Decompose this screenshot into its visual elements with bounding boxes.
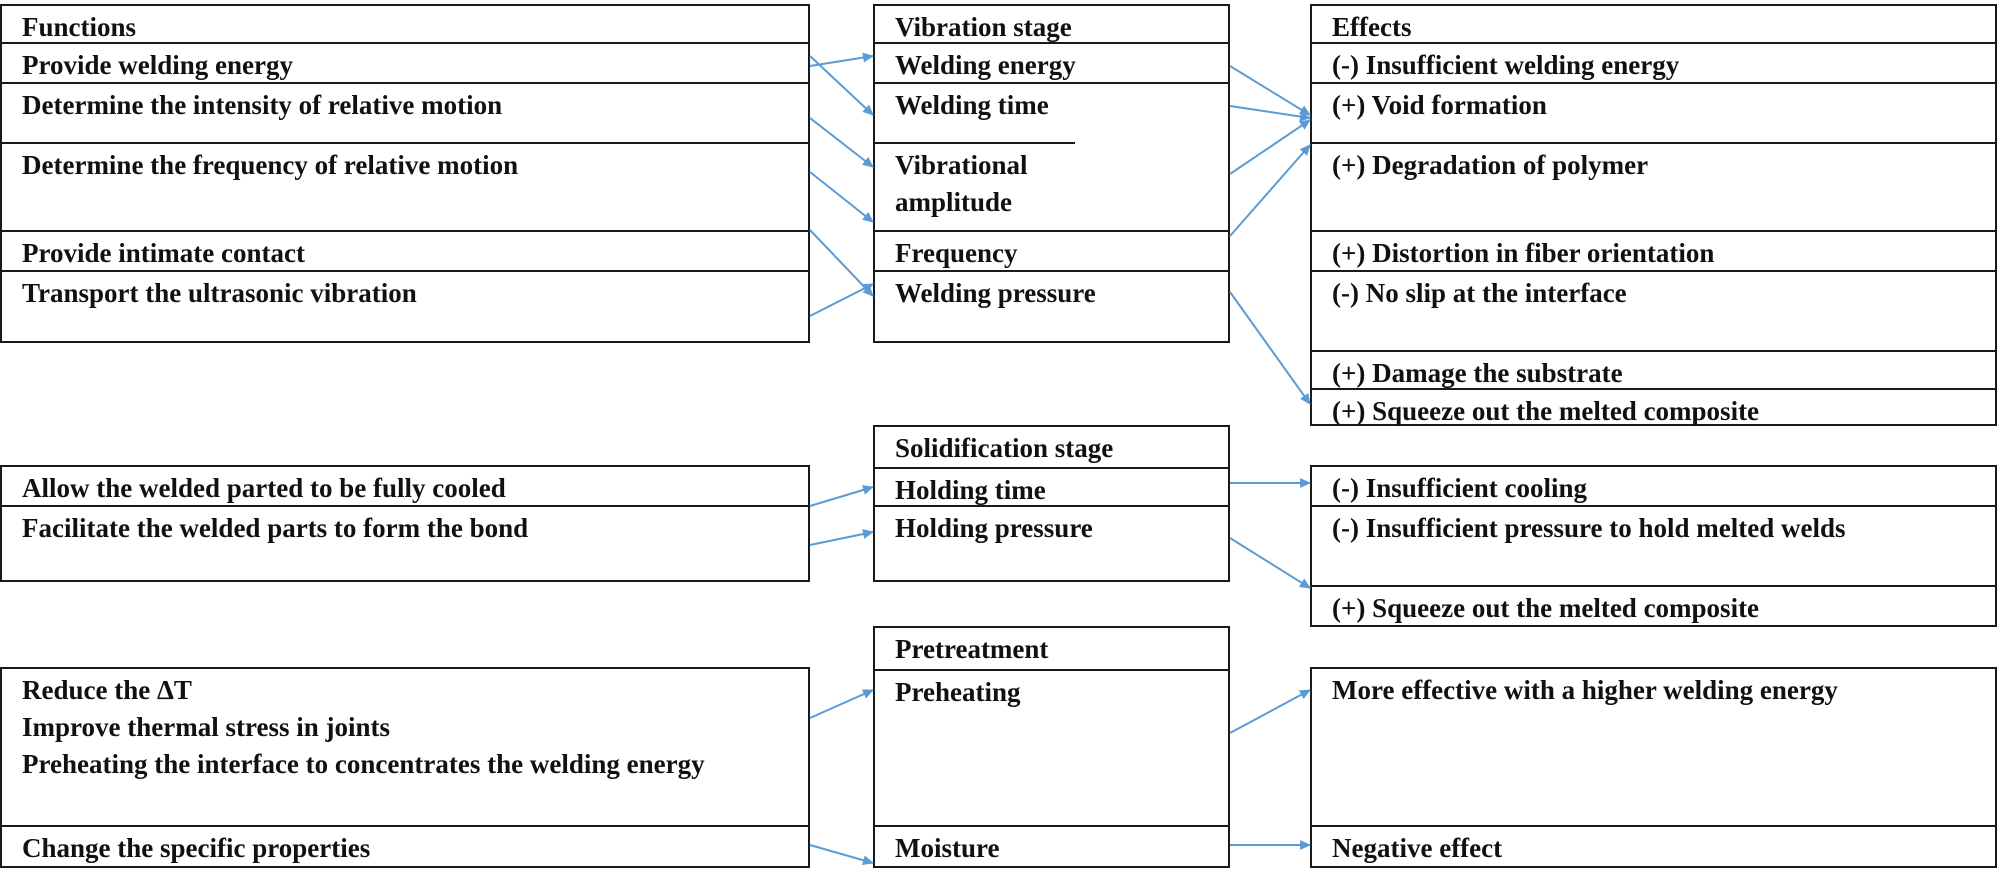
arrow xyxy=(809,55,874,116)
arrow xyxy=(809,283,874,317)
function-item: Determine the intensity of relative moti… xyxy=(2,82,808,142)
functions-vibration-box: Functions Provide welding energy Determi… xyxy=(0,4,810,343)
arrow xyxy=(809,229,874,297)
arrow xyxy=(1229,537,1311,589)
arrow xyxy=(1229,689,1311,734)
arrow xyxy=(809,529,874,546)
vibration-stage-item: Welding time xyxy=(875,82,1228,142)
effect-item: (+) Degradation of polymer xyxy=(1312,142,1995,230)
solidification-stage-header: Solidification stage xyxy=(895,433,1114,463)
function-item: Change the specific properties xyxy=(2,825,808,866)
arrow xyxy=(809,844,874,866)
functions-pretreatment-box: Reduce the ΔT Improve thermal stress in … xyxy=(0,667,810,868)
vibration-stage-box: Vibration stage Welding energy Welding t… xyxy=(873,4,1230,343)
pretreatment-stage-header: Pretreatment xyxy=(895,634,1049,664)
effect-item: (+) Squeeze out the melted composite xyxy=(1312,585,1995,625)
function-item: Reduce the ΔT xyxy=(22,675,192,705)
function-item: Provide welding energy xyxy=(2,42,808,82)
function-item: Facilitate the welded parts to form the … xyxy=(2,505,808,580)
arrow xyxy=(1229,65,1311,116)
effect-item: (-) Insufficient cooling xyxy=(1332,473,1587,503)
vibration-stage-item: Welding energy xyxy=(875,42,1228,82)
function-item: Allow the welded parted to be fully cool… xyxy=(22,473,506,503)
effects-header: Effects xyxy=(1332,12,1412,42)
effect-item: (+) Squeeze out the melted composite xyxy=(1312,388,1995,426)
solidification-stage-item: Holding pressure xyxy=(875,505,1228,580)
effect-item: (-) Insufficient welding energy xyxy=(1312,42,1995,82)
functions-solidification-box: Allow the welded parted to be fully cool… xyxy=(0,465,810,582)
effects-pretreatment-box: More effective with a higher welding ene… xyxy=(1310,667,1997,868)
vibration-stage-header: Vibration stage xyxy=(895,12,1072,42)
functions-header: Functions xyxy=(22,12,137,42)
function-item: Provide intimate contact xyxy=(2,230,808,270)
function-item: Preheating the interface to concentrates… xyxy=(22,749,705,779)
solidification-stage-box: Solidification stage Holding time Holdin… xyxy=(873,425,1230,582)
arrow xyxy=(809,485,874,507)
vibration-stage-item: Frequency xyxy=(875,230,1228,270)
effect-item: More effective with a higher welding ene… xyxy=(1332,675,1838,705)
effect-item: (+) Damage the substrate xyxy=(1312,350,1995,388)
function-pretreatment-group: Reduce the ΔT Improve thermal stress in … xyxy=(2,669,808,825)
effect-item: (-) No slip at the interface xyxy=(1312,270,1995,350)
effects-solidification-box: (-) Insufficient cooling (-) Insufficien… xyxy=(1310,465,1997,627)
pretreatment-stage-box: Pretreatment Preheating Moisture xyxy=(873,626,1230,868)
arrow xyxy=(1229,144,1311,237)
arrow xyxy=(1229,105,1311,122)
arrow xyxy=(809,117,874,168)
solidification-stage-item: Holding time xyxy=(875,467,1228,505)
function-item: Improve thermal stress in joints xyxy=(22,712,390,742)
arrow xyxy=(809,171,874,223)
effect-item: (+) Distortion in fiber orientation xyxy=(1312,230,1995,270)
vibration-stage-item: Welding pressure xyxy=(875,270,1228,341)
pretreatment-stage-item: Preheating xyxy=(875,669,1228,825)
effects-vibration-box: Effects (-) Insufficient welding energy … xyxy=(1310,4,1997,426)
effect-item: (+) Void formation xyxy=(1312,82,1995,142)
pretreatment-stage-item: Moisture xyxy=(875,825,1228,866)
arrow xyxy=(809,689,874,719)
function-item: Transport the ultrasonic vibration xyxy=(2,270,808,341)
function-item: Determine the frequency of relative moti… xyxy=(2,142,808,230)
arrow xyxy=(1229,291,1311,405)
effect-item: Negative effect xyxy=(1312,825,1995,866)
vibration-stage-item: Vibrational amplitude xyxy=(875,142,1075,230)
arrow xyxy=(809,52,874,67)
arrow xyxy=(1229,119,1311,175)
effect-item: (-) Insufficient pressure to hold melted… xyxy=(1312,505,1995,585)
